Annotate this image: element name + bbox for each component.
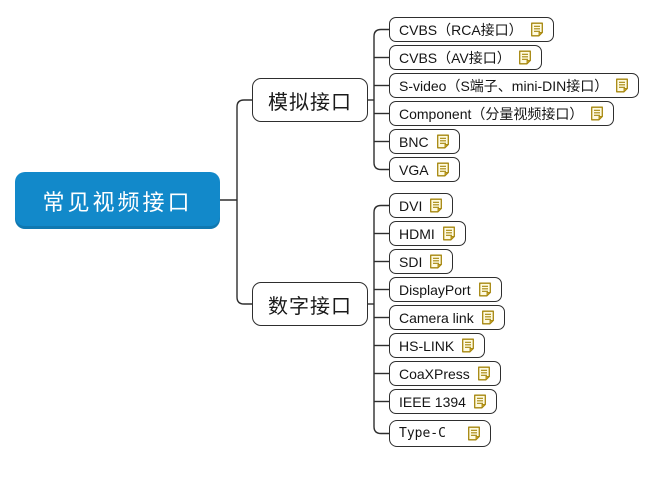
branch-digital[interactable]: 数字接口	[252, 282, 368, 326]
branch-analog[interactable]: 模拟接口	[252, 78, 368, 122]
node-bnc[interactable]: BNC	[389, 129, 460, 154]
node-label: Component（分量视频接口）	[399, 105, 584, 122]
node-dvi[interactable]: DVI	[389, 193, 454, 218]
node-svideo[interactable]: S-video（S端子、mini-DIN接口）	[389, 73, 640, 98]
note-icon[interactable]	[436, 134, 450, 149]
note-icon[interactable]	[615, 78, 629, 93]
node-label: CVBS（RCA接口）	[399, 21, 523, 38]
node-displayport[interactable]: DisplayPort	[389, 277, 502, 302]
note-icon[interactable]	[481, 310, 495, 325]
node-label: SDI	[399, 253, 423, 270]
note-icon[interactable]	[518, 50, 532, 65]
node-label: HS-LINK	[399, 337, 455, 354]
node-cvbs-av[interactable]: CVBS（AV接口）	[389, 45, 542, 70]
node-hs-link[interactable]: HS-LINK	[389, 333, 486, 358]
node-type-c[interactable]: Type-C	[389, 420, 491, 447]
node-label: DisplayPort	[399, 281, 471, 298]
note-icon[interactable]	[590, 106, 604, 121]
root-node[interactable]: 常见视频接口	[15, 172, 220, 229]
node-cvbs-rca[interactable]: CVBS（RCA接口）	[389, 17, 554, 42]
note-icon[interactable]	[467, 426, 481, 441]
note-icon[interactable]	[436, 162, 450, 177]
branch-label: 数字接口	[268, 295, 352, 318]
node-label: VGA	[399, 161, 429, 178]
branch-label: 模拟接口	[268, 91, 352, 114]
node-label: BNC	[399, 133, 429, 150]
note-icon[interactable]	[461, 338, 475, 353]
note-icon[interactable]	[530, 22, 544, 37]
node-vga[interactable]: VGA	[389, 157, 460, 182]
node-ieee-1394[interactable]: IEEE 1394	[389, 389, 497, 414]
node-label: CoaXPress	[399, 365, 470, 382]
node-label: CVBS（AV接口）	[399, 49, 511, 66]
node-camera-link[interactable]: Camera link	[389, 305, 505, 330]
note-icon[interactable]	[442, 226, 456, 241]
node-label: DVI	[399, 197, 423, 214]
root-label: 常见视频接口	[42, 189, 193, 215]
note-icon[interactable]	[477, 366, 491, 381]
node-hdmi[interactable]: HDMI	[389, 221, 466, 246]
node-coaxpress[interactable]: CoaXPress	[389, 361, 501, 386]
node-label: S-video（S端子、mini-DIN接口）	[399, 77, 609, 94]
node-sdi[interactable]: SDI	[389, 249, 454, 274]
note-icon[interactable]	[478, 282, 492, 297]
node-label: HDMI	[399, 225, 435, 242]
note-icon[interactable]	[429, 254, 443, 269]
node-label: Camera link	[399, 309, 474, 326]
note-icon[interactable]	[429, 198, 443, 213]
node-component[interactable]: Component（分量视频接口）	[389, 101, 615, 126]
note-icon[interactable]	[473, 394, 487, 409]
node-label: IEEE 1394	[399, 393, 466, 410]
node-label: Type-C	[399, 426, 446, 441]
